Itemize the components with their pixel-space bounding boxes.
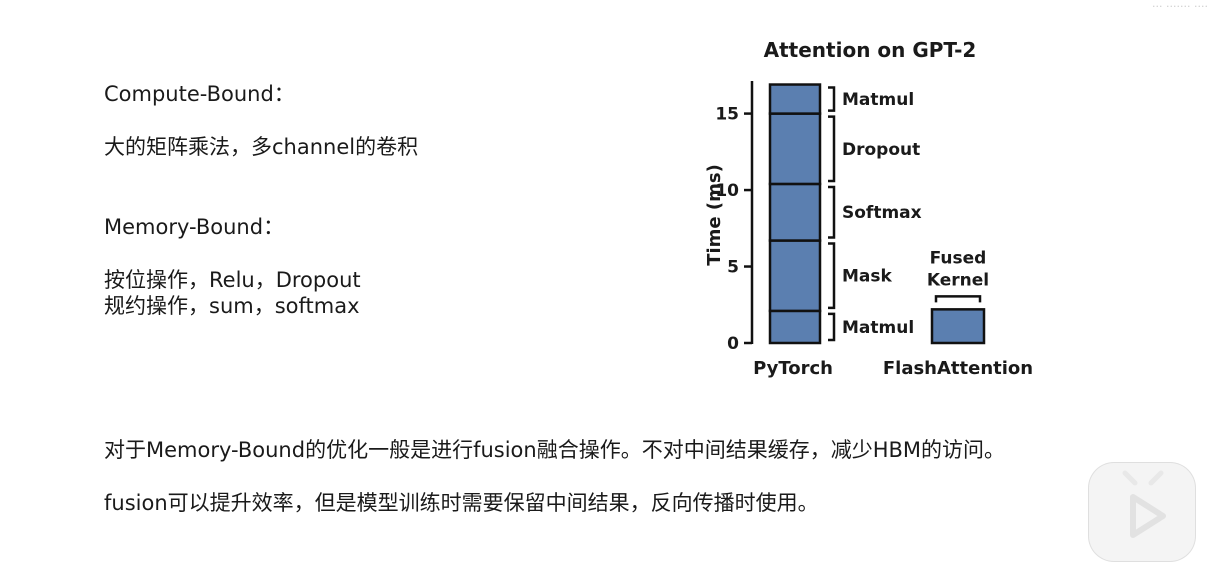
compute-bound-examples: 大的矩阵乘法，多channel的卷积 <box>104 135 419 159</box>
play-button[interactable] <box>1088 462 1196 562</box>
memory-bound-line-1: 按位操作，Relu，Dropout <box>104 268 361 292</box>
bar-segment <box>930 308 986 345</box>
segment-bracket <box>828 86 836 112</box>
segment-bracket <box>828 185 836 239</box>
x-tick-labels: PyTorch FlashAttention <box>753 358 1033 379</box>
bar-segment <box>768 239 822 313</box>
bar-segment <box>768 182 822 242</box>
segment-label: Matmul <box>842 318 914 338</box>
optimization-note: 对于Memory-Bound的优化一般是进行fusion融合操作。不对中间结果缓… <box>104 438 1006 462</box>
y-tick-label: 0 <box>727 334 739 354</box>
x-tick-label: FlashAttention <box>883 358 1033 379</box>
y-tick-label: 15 <box>715 105 739 125</box>
bar-segment <box>768 83 822 115</box>
segment-label: Matmul <box>842 90 914 110</box>
bar-segment <box>768 309 822 345</box>
fusion-note: fusion可以提升效率，但是模型训练时需要保留中间结果，反向传播时使用。 <box>104 491 819 515</box>
x-tick-label: PyTorch <box>753 358 833 379</box>
segment-label: Dropout <box>842 140 920 160</box>
y-tick-label: 5 <box>727 258 739 278</box>
segment-bracket <box>828 242 836 310</box>
y-axis: 0 5 10 15 <box>715 81 754 354</box>
segment-label: Mask <box>842 267 893 287</box>
watermark: ··· ······· ···· <box>1152 0 1208 13</box>
attention-time-chart: Attention on GPT-2 Time (ms) 0 5 10 15 Matm… <box>704 38 1033 379</box>
segment-label: Softmax <box>842 203 922 223</box>
memory-bound-line-2: 规约操作，sum，softmax <box>104 294 360 318</box>
y-tick-label: 10 <box>715 181 739 201</box>
compute-bound-heading: Compute-Bound： <box>104 82 295 106</box>
bar-segment <box>768 112 822 186</box>
memory-bound-heading: Memory-Bound： <box>104 215 285 239</box>
segment-bracket <box>828 312 836 342</box>
segment-bracket <box>934 295 982 303</box>
segment-bracket <box>828 115 836 183</box>
play-icon <box>1122 470 1166 538</box>
y-axis-label: Time (ms) <box>704 164 725 266</box>
bars <box>768 83 986 345</box>
chart-title: Attention on GPT-2 <box>764 38 977 62</box>
